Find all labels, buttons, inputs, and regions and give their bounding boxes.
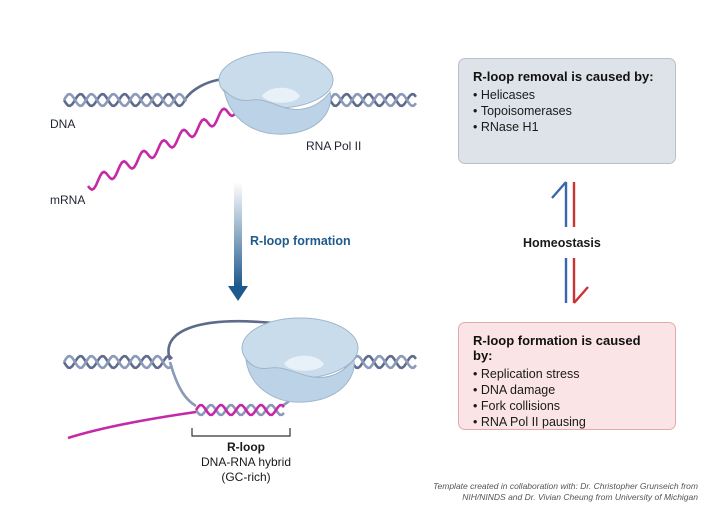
homeostasis-arrows (551, 181, 589, 304)
rna-pol-ii-label: RNA Pol II (306, 139, 362, 153)
formation-item: RNA Pol II pausing (473, 414, 661, 430)
dna-label: DNA (50, 117, 76, 131)
dna-rna-hybrid (194, 403, 285, 417)
bottom-mrna (67, 410, 197, 440)
credit-line-1: Template created in collaboration with: … (433, 481, 698, 491)
removal-item: RNase H1 (473, 119, 661, 135)
formation-box-title: R-loop formation is caused by: (473, 333, 641, 363)
mrna-label: mRNA (50, 193, 86, 207)
formation-item: Replication stress (473, 366, 661, 382)
rloop-title: R-loop (227, 440, 265, 454)
bottom-rna-pol-ii (241, 317, 359, 403)
formation-arrow (228, 182, 248, 301)
homeostasis-label: Homeostasis (523, 236, 601, 250)
bottom-dna-helix (62, 320, 417, 408)
formation-item: DNA damage (473, 382, 661, 398)
template-credit: Template created in collaboration with: … (433, 481, 698, 503)
formation-list: Replication stress DNA damage Fork colli… (473, 366, 661, 430)
removal-box-title: R-loop removal is caused by: (473, 69, 654, 84)
rloop-formation-label: R-loop formation (250, 234, 351, 248)
removal-item: Topoisomerases (473, 103, 661, 119)
removal-item: Helicases (473, 87, 661, 103)
top-dna-helix (62, 77, 417, 108)
removal-box: R-loop removal is caused by: Helicases T… (458, 58, 676, 164)
top-rna-pol-ii (218, 51, 334, 135)
top-mrna (86, 101, 242, 192)
credit-line-2: NIH/NINDS and Dr. Vivian Cheung from Uni… (462, 492, 698, 502)
formation-box: R-loop formation is caused by: Replicati… (458, 322, 676, 430)
rloop-subtitle-2: (GC-rich) (221, 470, 271, 484)
rloop-bracket (191, 428, 291, 437)
rloop-subtitle-1: DNA-RNA hybrid (200, 455, 292, 469)
formation-item: Fork collisions (473, 398, 661, 414)
removal-list: Helicases Topoisomerases RNase H1 (473, 87, 661, 135)
